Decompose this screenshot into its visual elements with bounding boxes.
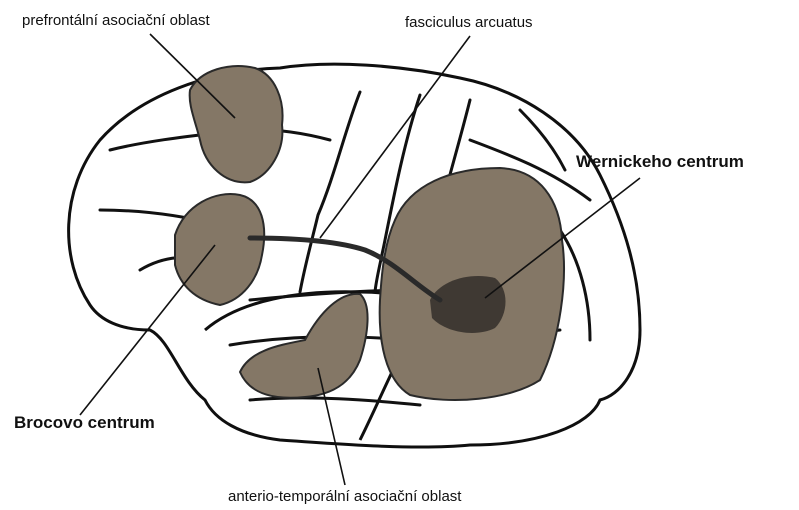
- label-wernicke: Wernickeho centrum: [576, 152, 744, 172]
- label-anterior-temporal: anterio-temporální asociační oblast: [228, 488, 461, 505]
- label-fasciculus: fasciculus arcuatus: [405, 14, 533, 31]
- label-prefrontal: prefrontální asociační oblast: [22, 12, 210, 29]
- label-broca: Brocovo centrum: [14, 413, 155, 433]
